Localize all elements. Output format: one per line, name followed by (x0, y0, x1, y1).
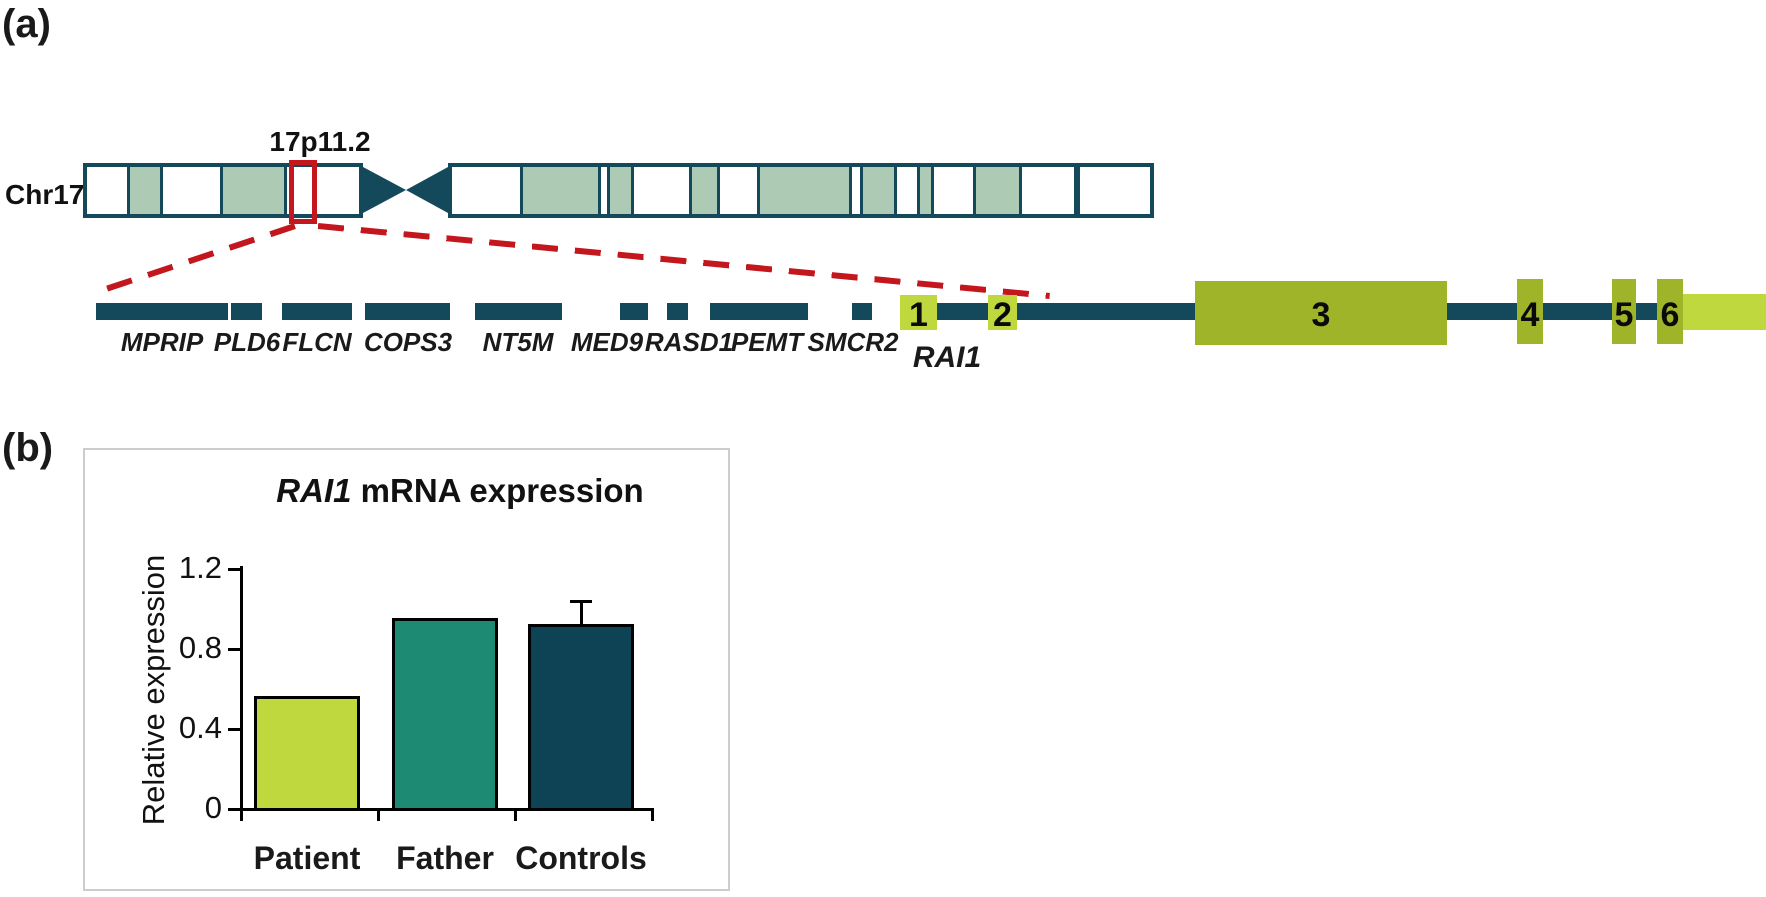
chromosome-label: Chr17: (5, 179, 94, 210)
rai1-exon-1-box (900, 295, 937, 330)
gene-label-flcn: FLCN (282, 327, 352, 357)
chr17-band (1074, 167, 1080, 214)
chr17-band (607, 167, 634, 214)
gene-label-nt5m: NT5M (482, 327, 554, 357)
gene-block-cops3 (365, 303, 450, 320)
region-17p11-label: 17p11.2 (269, 126, 371, 157)
y-tick-mark-1.2 (228, 568, 240, 571)
gene-label-smcr2: SMCR2 (807, 327, 899, 357)
rai1-exon-1-number: 1 (909, 296, 928, 334)
y-tick-mark-0 (228, 808, 240, 811)
gene-block-nt5m (475, 303, 562, 320)
rai1-gene-label: RAI1 (912, 341, 982, 374)
bar-controls (528, 624, 634, 811)
y-tick-label-0: 0 (204, 790, 222, 825)
chart-title: RAI1 mRNA expression (190, 472, 730, 510)
centromere-left-triangle (363, 167, 406, 213)
chr17-band (917, 167, 934, 214)
panel-a-label: (a) (2, 2, 51, 46)
y-axis-line (240, 566, 243, 811)
gene-label-pld6: PLD6 (213, 327, 281, 357)
zoom-line-right (317, 223, 1051, 299)
rai1-exon-4-box (1517, 279, 1543, 344)
chr17-band (973, 167, 1022, 214)
rai1-exon-6-box (1657, 279, 1683, 344)
gene-label-med9: MED9 (570, 327, 644, 357)
rai1-exon-2-number: 2 (993, 296, 1012, 334)
rai1-exon-4-number: 4 (1520, 296, 1540, 334)
centromere-right-triangle (406, 167, 448, 213)
gene-block-med9 (620, 303, 648, 320)
bar-father (392, 618, 498, 811)
y-tick-mark-0.4 (228, 728, 240, 731)
error-bar-whisker-controls (579, 602, 583, 624)
rai1-exon-6-number: 6 (1660, 296, 1680, 334)
x-axis-tick-2 (514, 808, 517, 821)
x-axis-tick-3 (651, 808, 654, 821)
rai1-exon-3-box (1195, 281, 1447, 345)
chart-title-gene: RAI1 (276, 472, 352, 509)
gene-block-pld6 (231, 303, 262, 320)
gene-label-cops3: COPS3 (363, 327, 453, 357)
region-highlight-box (289, 160, 317, 224)
gene-label-rasd1: RASD1 (644, 327, 734, 357)
rai1-utr-tail (1683, 294, 1766, 330)
chr17-band (689, 167, 720, 214)
rai1-exon-5-box (1612, 279, 1636, 344)
chr17-band (220, 167, 287, 214)
y-tick-label-0.8: 0.8 (178, 630, 222, 665)
x-axis-tick-1 (377, 808, 380, 821)
y-tick-label-1.2: 1.2 (178, 550, 222, 585)
chr17-band (127, 167, 163, 214)
gene-block-flcn (282, 303, 352, 320)
gene-label-pemt: PEMT (730, 327, 804, 357)
y-tick-label-0.4: 0.4 (178, 710, 222, 745)
rai1-exon-5-number: 5 (1614, 296, 1634, 334)
chr17-band (860, 167, 897, 214)
gene-block-pemt (710, 303, 808, 320)
chr17-band (757, 167, 852, 214)
panel-b-label: (b) (2, 426, 54, 470)
rai1-exon-2-box (988, 295, 1017, 330)
gene-label-mprip: MPRIP (120, 327, 204, 357)
error-bar-cap-controls (570, 600, 592, 603)
y-tick-mark-0.8 (228, 648, 240, 651)
x-category-label-father: Father (396, 840, 494, 876)
gene-block-rasd1 (667, 303, 688, 320)
bar-patient (254, 696, 360, 811)
chart-title-rest: mRNA expression (351, 472, 644, 509)
gene-block-mprip (96, 303, 228, 320)
x-category-label-patient: Patient (253, 840, 361, 876)
rai1-exon-3-number: 3 (1311, 296, 1331, 334)
gene-block-smcr2 (852, 303, 872, 320)
x-category-label-controls: Controls (515, 840, 647, 876)
chr17-band (520, 167, 601, 214)
x-axis-tick-0 (240, 808, 243, 821)
zoom-line-left (99, 223, 296, 294)
